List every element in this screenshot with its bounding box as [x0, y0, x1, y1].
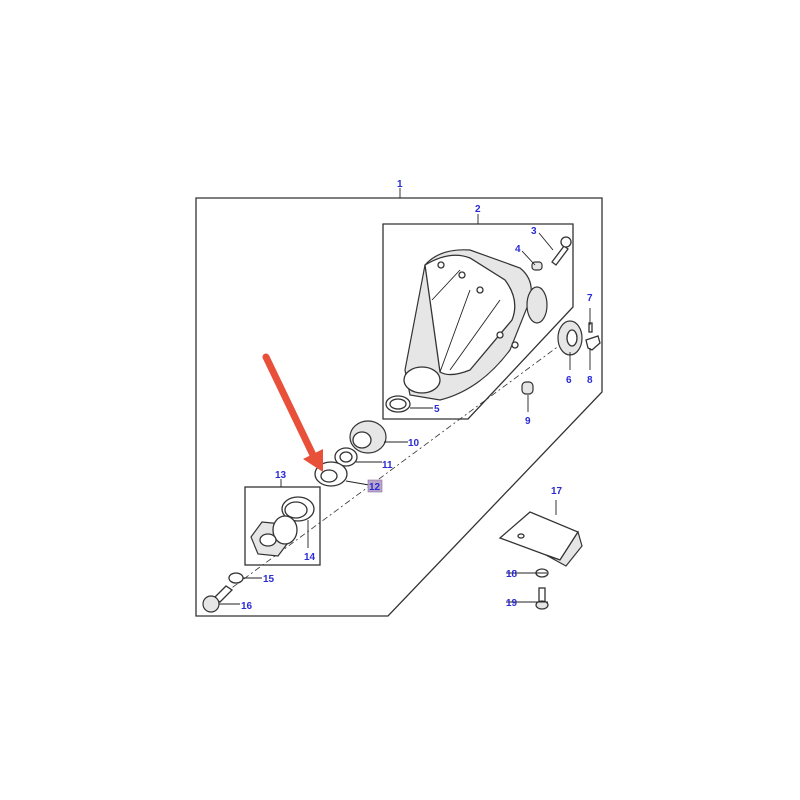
bolt-19 — [535, 587, 549, 610]
label-2[interactable]: 2 — [475, 204, 481, 215]
label-6[interactable]: 6 — [566, 375, 572, 386]
assembly-frame-1 — [195, 197, 603, 617]
label-10[interactable]: 10 — [408, 438, 420, 449]
label-17[interactable]: 17 — [551, 486, 563, 497]
bush-9 — [521, 381, 534, 395]
washer-15 — [228, 572, 244, 584]
label-19[interactable]: 19 — [506, 598, 518, 609]
label-1[interactable]: 1 — [397, 179, 403, 190]
label-16[interactable]: 16 — [241, 601, 253, 612]
highlight-box-12 — [367, 479, 383, 493]
bolt-16 — [202, 585, 234, 613]
label-3[interactable]: 3 — [531, 226, 537, 237]
housing-frame-2 — [382, 223, 574, 420]
label-15[interactable]: 15 — [263, 574, 275, 585]
label-12[interactable]: 12 — [369, 482, 381, 493]
mounting-bracket-17 — [498, 511, 583, 567]
label-13[interactable]: 13 — [275, 470, 287, 481]
label-4[interactable]: 4 — [515, 244, 521, 255]
label-7[interactable]: 7 — [587, 293, 593, 304]
highlight-arrow — [262, 353, 323, 472]
label-11[interactable]: 11 — [382, 460, 393, 471]
bolt-3 — [531, 236, 572, 271]
label-18[interactable]: 18 — [506, 569, 518, 580]
flange — [250, 515, 298, 557]
pin-8 — [585, 335, 601, 351]
differential-housing — [403, 249, 548, 401]
label-9[interactable]: 9 — [525, 416, 531, 427]
flange-frame-13 — [244, 486, 321, 566]
label-5[interactable]: 5 — [434, 404, 440, 415]
label-8[interactable]: 8 — [587, 375, 593, 386]
label-14[interactable]: 14 — [304, 552, 316, 563]
